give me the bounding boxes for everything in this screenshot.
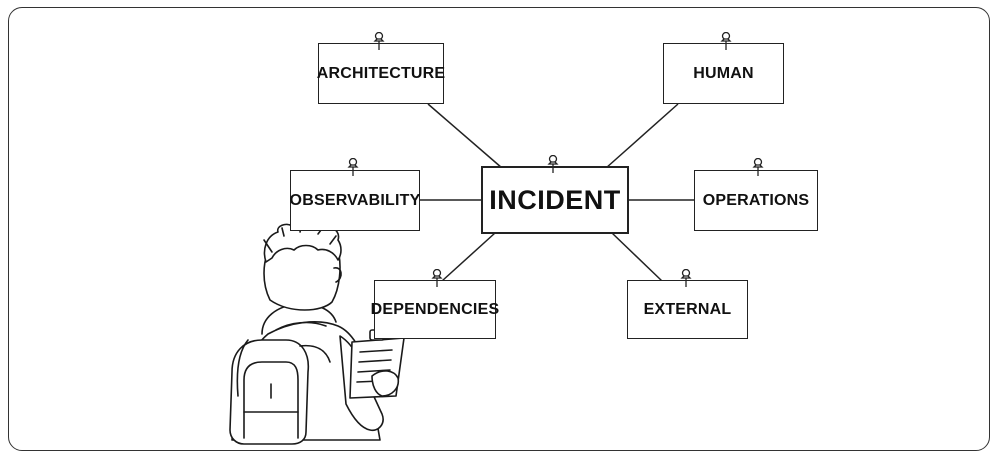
pushpin-icon [680, 269, 692, 287]
node-architecture: ARCHITECTURE [316, 43, 446, 104]
connector-external [611, 232, 663, 282]
connector-dependencies [441, 232, 496, 282]
node-architecture-label: ARCHITECTURE [316, 64, 446, 82]
node-human-label: HUMAN [693, 64, 754, 82]
pushpin-icon [720, 32, 732, 50]
node-dependencies-label: DEPENDENCIES [370, 300, 500, 318]
node-incident: INCIDENT [481, 166, 629, 234]
node-human: HUMAN [663, 43, 784, 104]
node-external: EXTERNAL [627, 280, 748, 339]
node-incident-label: INCIDENT [489, 184, 621, 215]
node-external-label: EXTERNAL [643, 300, 732, 318]
pushpin-icon [347, 158, 359, 176]
node-dependencies: DEPENDENCIES [371, 280, 499, 339]
pushpin-icon [547, 155, 559, 173]
node-observability-label: OBSERVABILITY [289, 191, 421, 209]
connector-human [605, 103, 679, 169]
pushpin-icon [373, 32, 385, 50]
pushpin-icon [431, 269, 443, 287]
node-operations: OPERATIONS [694, 170, 818, 231]
node-operations-label: OPERATIONS [702, 191, 810, 209]
node-observability: OBSERVABILITY [290, 170, 420, 231]
person-illustration [229, 220, 405, 445]
pushpin-icon [752, 158, 764, 176]
connector-architecture [427, 103, 503, 169]
